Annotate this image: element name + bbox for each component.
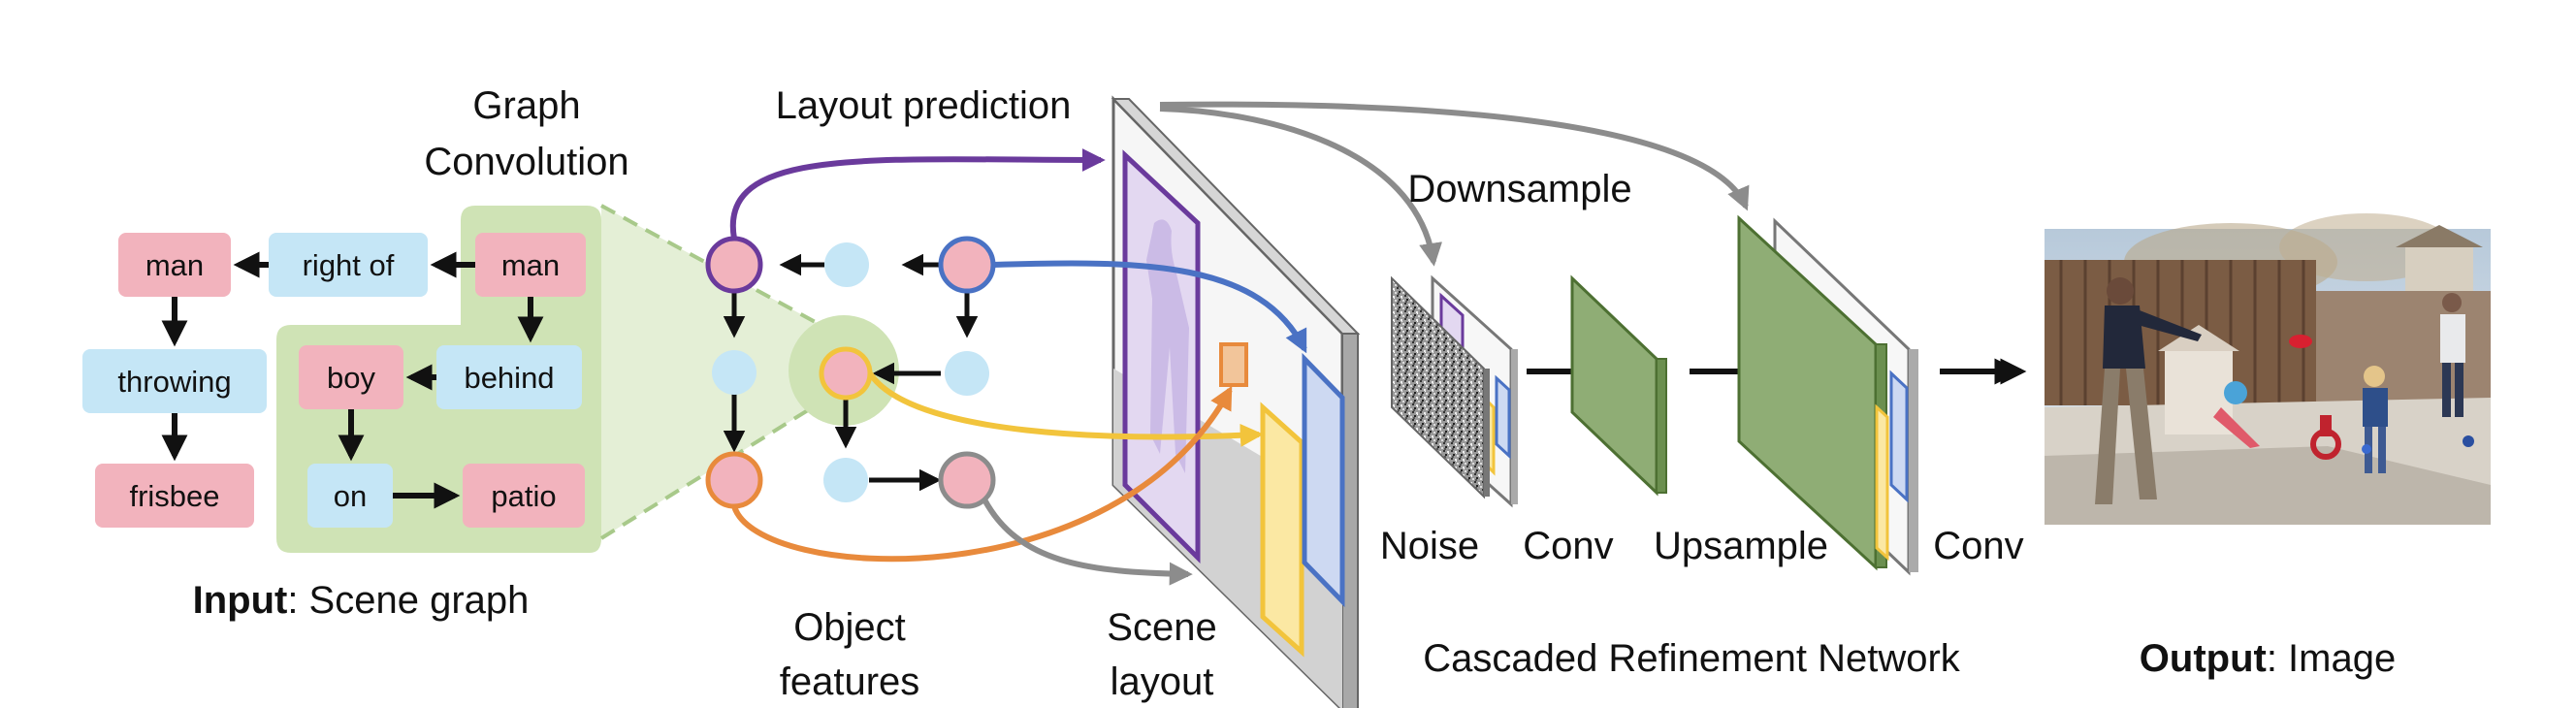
scene-graph: man right of man throwing frisbee boy be… xyxy=(82,84,846,622)
node-behind: behind xyxy=(436,345,582,409)
svg-text:man: man xyxy=(145,248,204,282)
feature-node-blue xyxy=(938,236,996,294)
node-boy: boy xyxy=(299,345,403,409)
scene-graph-edges xyxy=(161,251,544,509)
node-patio: patio xyxy=(463,464,585,528)
graph-conv-label-line2: Convolution xyxy=(424,141,628,183)
feature-rel-node xyxy=(823,458,868,502)
feature-node-purple xyxy=(705,236,763,294)
noise-block xyxy=(1391,274,1518,508)
svg-text:throwing: throwing xyxy=(117,365,231,399)
node-right-of: right of xyxy=(269,233,428,297)
object-feature-graph: Object features xyxy=(705,236,996,703)
feature-rel-node xyxy=(824,242,869,287)
noise-label: Noise xyxy=(1380,525,1479,567)
input-caption: Input: Scene graph xyxy=(193,579,530,622)
svg-text:right of: right of xyxy=(303,248,395,282)
node-man-1: man xyxy=(118,233,231,297)
node-on: on xyxy=(307,464,393,528)
output-caption: Output: Image xyxy=(2140,637,2396,680)
output-image xyxy=(2045,213,2491,525)
scene-layout-label-line2: layout xyxy=(1111,660,1214,703)
upsample-block xyxy=(1737,214,1918,576)
layout-prediction-label: Layout prediction xyxy=(776,84,1072,127)
node-throwing: throwing xyxy=(82,349,267,413)
downsample-label: Downsample xyxy=(1407,168,1631,210)
svg-text:frisbee: frisbee xyxy=(129,479,219,513)
mapping-arrows xyxy=(729,147,1307,586)
feature-node-orange xyxy=(705,451,763,509)
crn-label: Cascaded Refinement Network xyxy=(1423,637,1961,680)
feature-node-gray xyxy=(938,451,996,509)
node-man-2: man xyxy=(475,233,586,297)
node-frisbee: frisbee xyxy=(95,464,254,528)
feature-rel-node xyxy=(945,351,989,396)
svg-text:boy: boy xyxy=(327,361,375,395)
upsample-label: Upsample xyxy=(1654,525,1828,567)
svg-text:on: on xyxy=(334,479,367,513)
feature-node-yellow xyxy=(819,346,873,401)
scene-layout-label-line1: Scene xyxy=(1107,606,1216,649)
svg-text:man: man xyxy=(501,248,560,282)
conv-block-1 xyxy=(1570,274,1667,497)
crn: Downsample Noise Conv xyxy=(1159,101,2024,680)
graph-conv-label-line1: Graph xyxy=(472,84,580,127)
conv-1-label: Conv xyxy=(1523,525,1613,567)
object-features-label-line1: Object xyxy=(793,606,906,649)
object-features-label-line2: features xyxy=(780,660,920,703)
feature-rel-node xyxy=(712,350,757,395)
conv-2-label: Conv xyxy=(1933,525,2023,567)
svg-text:behind: behind xyxy=(464,361,554,395)
svg-text:patio: patio xyxy=(491,479,556,513)
